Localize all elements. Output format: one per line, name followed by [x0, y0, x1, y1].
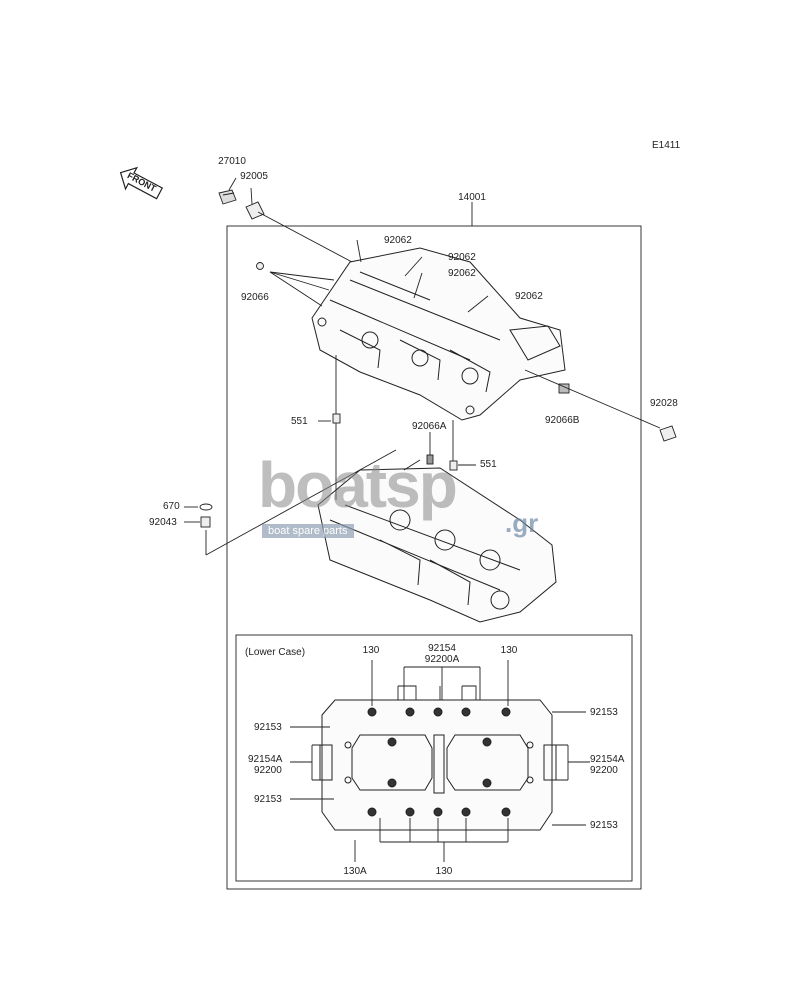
lower-case-frame [235, 634, 633, 882]
part-label-92062-b: 92062 [448, 252, 476, 263]
dowel-92066-icon [256, 262, 264, 270]
part-label-92066A: 92066A [412, 421, 447, 432]
part-label-92200-right: 92200 [590, 765, 618, 776]
part-label-92154A-left: 92154A [248, 754, 283, 765]
upper-crankcase-icon [311, 247, 566, 421]
part-label-92062-a: 92062 [384, 235, 412, 246]
figure-code: E1411 [652, 140, 681, 151]
part-label-92200A: 92200A [424, 654, 460, 665]
dowel-551-left-icon [332, 413, 341, 424]
front-arrow-icon [119, 166, 164, 200]
dowel-551-right-icon [449, 460, 458, 471]
part-label-27010: 27010 [218, 156, 246, 167]
plug-27010-icon [218, 189, 237, 205]
part-label-130A: 130A [343, 866, 367, 877]
part-label-92066: 92066 [241, 292, 269, 303]
part-label-92154A-right: 92154A [590, 754, 625, 765]
part-label-551-right: 551 [480, 459, 497, 470]
leader-92005 [257, 211, 353, 263]
part-label-92153-bottom-left: 92153 [254, 794, 282, 805]
part-label-92153-top-right: 92153 [590, 707, 618, 718]
part-label-92062-c: 92062 [448, 268, 476, 279]
part-label-92066B: 92066B [545, 415, 580, 426]
watermark-tagline: boat spare parts [262, 524, 354, 538]
part-label-130-top-left: 130 [362, 645, 380, 656]
part-label-92153-bottom-right: 92153 [590, 820, 618, 831]
lower-case-bottom-view-icon [319, 699, 557, 831]
part-label-670: 670 [163, 501, 180, 512]
part-label-14001: 14001 [458, 192, 486, 203]
watermark-text: boatsp [258, 449, 458, 521]
lower-case-title: (Lower Case) [245, 647, 306, 658]
part-label-92043: 92043 [149, 517, 177, 528]
assembly-frame [226, 225, 642, 890]
plug-92028-icon [659, 425, 677, 442]
part-label-130-bottom: 130 [435, 866, 453, 877]
o-ring-670-icon [199, 503, 213, 511]
part-label-92062-d: 92062 [515, 291, 543, 302]
lower-crankcase-icon [317, 467, 557, 623]
part-label-92200-left: 92200 [254, 765, 282, 776]
part-label-92005: 92005 [240, 171, 268, 182]
part-label-130-top-right: 130 [500, 645, 518, 656]
nozzle-92043-icon [200, 516, 211, 528]
part-label-551-left: 551 [291, 416, 308, 427]
sleeve-92005-icon [245, 201, 265, 220]
watermark-suffix: .gr [505, 508, 539, 538]
part-label-92154: 92154 [428, 643, 456, 654]
part-label-92028: 92028 [650, 398, 678, 409]
part-label-92153-top-left: 92153 [254, 722, 282, 733]
